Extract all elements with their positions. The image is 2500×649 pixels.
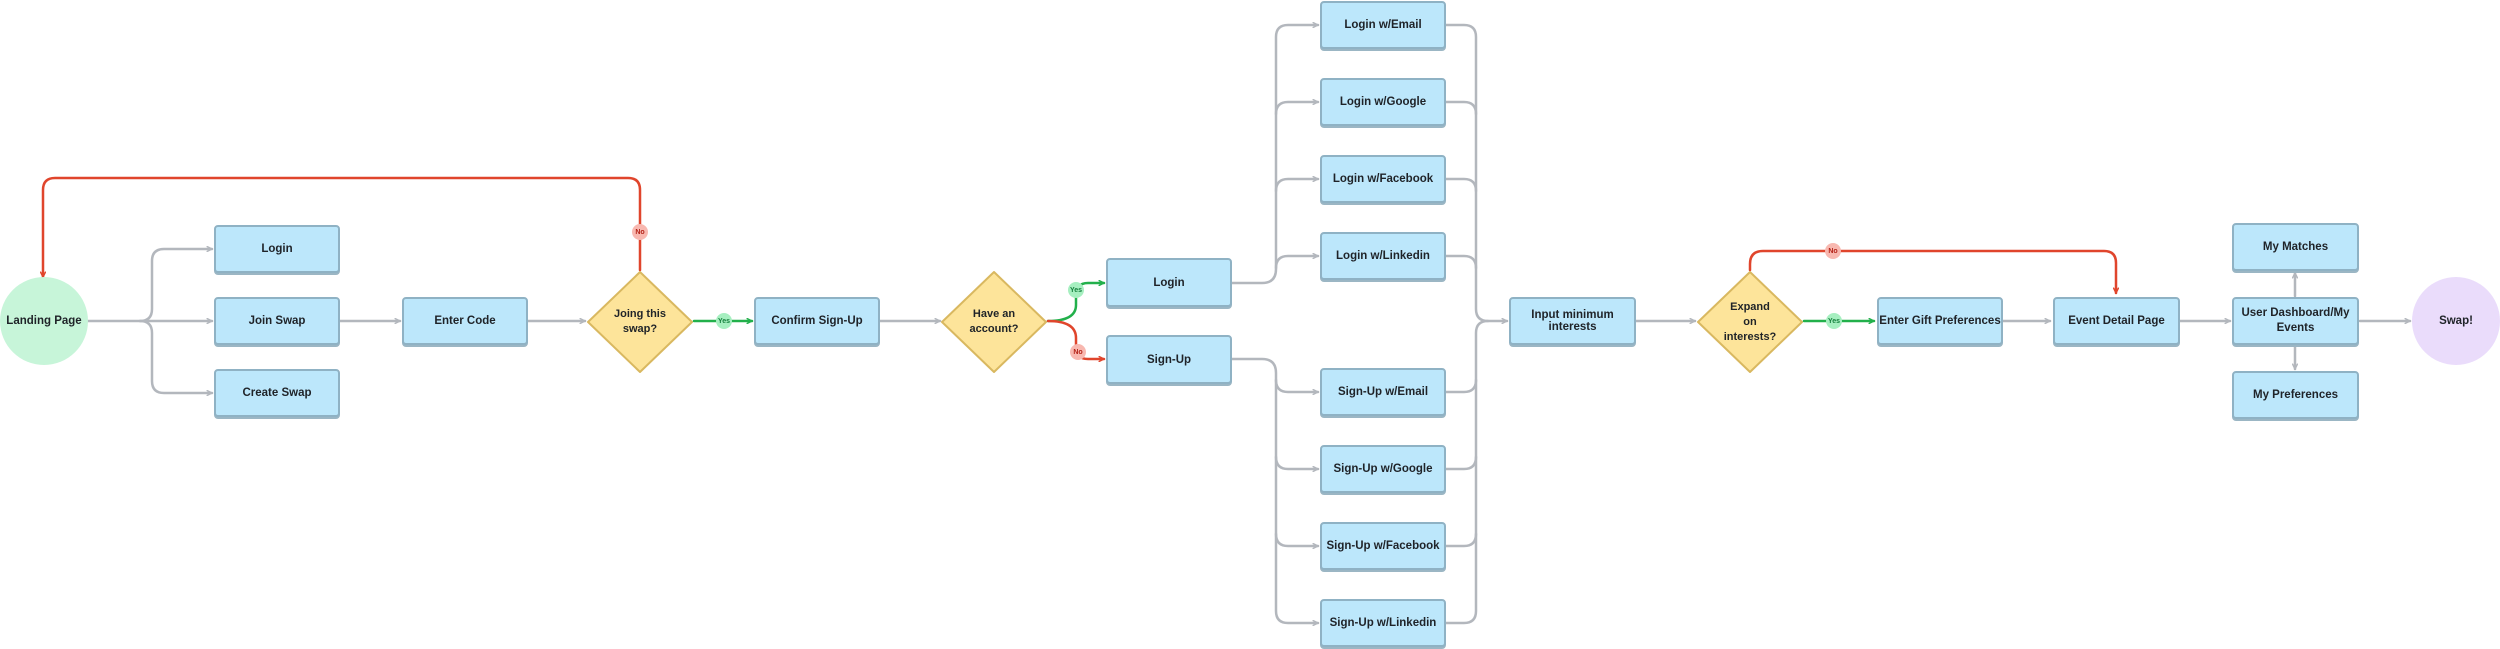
confirm-signup-node: Confirm Sign-Up: [754, 297, 880, 345]
no-badge-joining: No: [632, 224, 648, 240]
decision-label: Joing this swap?: [614, 308, 666, 335]
yes-badge-account: Yes: [1068, 282, 1084, 298]
edge-login-email-merge: [1444, 23, 1509, 321]
create-swap-node: Create Swap: [214, 369, 340, 417]
landing-page-node: Landing Page: [0, 277, 88, 365]
edge-signup-facebook: [1274, 532, 1320, 546]
edge-login-facebook: [1274, 179, 1320, 193]
edge-login-linkedin: [1274, 256, 1320, 270]
no-badge-expand: No: [1825, 243, 1841, 259]
edge-login-facebook-merge: [1444, 177, 1478, 193]
login-email-node: Login w/Email: [1320, 1, 1446, 49]
my-matches-node: My Matches: [2232, 223, 2359, 271]
edge-signup-linkedin-merge: [1444, 319, 1490, 625]
edge-signup-facebook-merge: [1444, 532, 1478, 548]
signup-facebook-node: Sign-Up w/Facebook: [1320, 522, 1446, 570]
signup-email-node: Sign-Up w/Email: [1320, 368, 1446, 416]
login-google-node: Login w/Google: [1320, 78, 1446, 126]
signup-google-node: Sign-Up w/Google: [1320, 445, 1446, 493]
decision-label: Expand on interests?: [1723, 300, 1777, 343]
edge-landing-login: [138, 249, 214, 323]
decision-label: Have an account?: [969, 308, 1019, 335]
my-preferences-node: My Preferences: [2232, 371, 2359, 419]
edge-login-google-merge: [1444, 100, 1478, 116]
edge-signup-google: [1274, 455, 1320, 469]
decision-diamond-shape: [587, 271, 693, 373]
edge-signup-email-merge: [1444, 378, 1478, 394]
login-facebook-node: Login w/Facebook: [1320, 155, 1446, 203]
have-account-decision: Have an account?: [940, 270, 1048, 374]
edge-signup-methods-trunk: [1230, 357, 1320, 623]
yes-badge-expand: Yes: [1826, 313, 1842, 329]
login-mid-node: Login: [1106, 258, 1232, 307]
swap-node: Swap!: [2412, 277, 2500, 365]
joining-swap-decision: Joing this swap?: [586, 270, 694, 374]
edge-login-methods-trunk: [1230, 25, 1320, 285]
no-badge-account: No: [1070, 344, 1086, 360]
edge-signup-email: [1274, 378, 1320, 392]
edge-expand-no-event: [1748, 249, 2116, 295]
signup-linkedin-node: Sign-Up w/Linkedin: [1320, 599, 1446, 647]
login-node: Login: [214, 225, 340, 273]
login-linkedin-node: Login w/Linkedin: [1320, 232, 1446, 280]
expand-interests-decision: Expand on interests?: [1696, 270, 1804, 374]
edge-signup-google-merge: [1444, 455, 1478, 471]
event-detail-node: Event Detail Page: [2053, 297, 2180, 345]
join-swap-node: Join Swap: [214, 297, 340, 345]
edge-landing-create: [138, 319, 214, 393]
enter-code-node: Enter Code: [402, 297, 528, 345]
edge-login-linkedin-merge: [1444, 254, 1478, 270]
edge-login-google: [1274, 102, 1320, 116]
decision-diamond-shape: [941, 271, 1047, 373]
gift-preferences-node: Enter Gift Preferences: [1877, 297, 2003, 345]
dashboard-node: User Dashboard/My Events: [2232, 297, 2359, 345]
signup-mid-node: Sign-Up: [1106, 335, 1232, 384]
yes-badge-joining: Yes: [716, 313, 732, 329]
decision-diamond-shape: [1697, 271, 1803, 373]
edge-joining-no-landing: [43, 176, 642, 279]
input-interests-node: Input minimum interests: [1509, 297, 1636, 345]
